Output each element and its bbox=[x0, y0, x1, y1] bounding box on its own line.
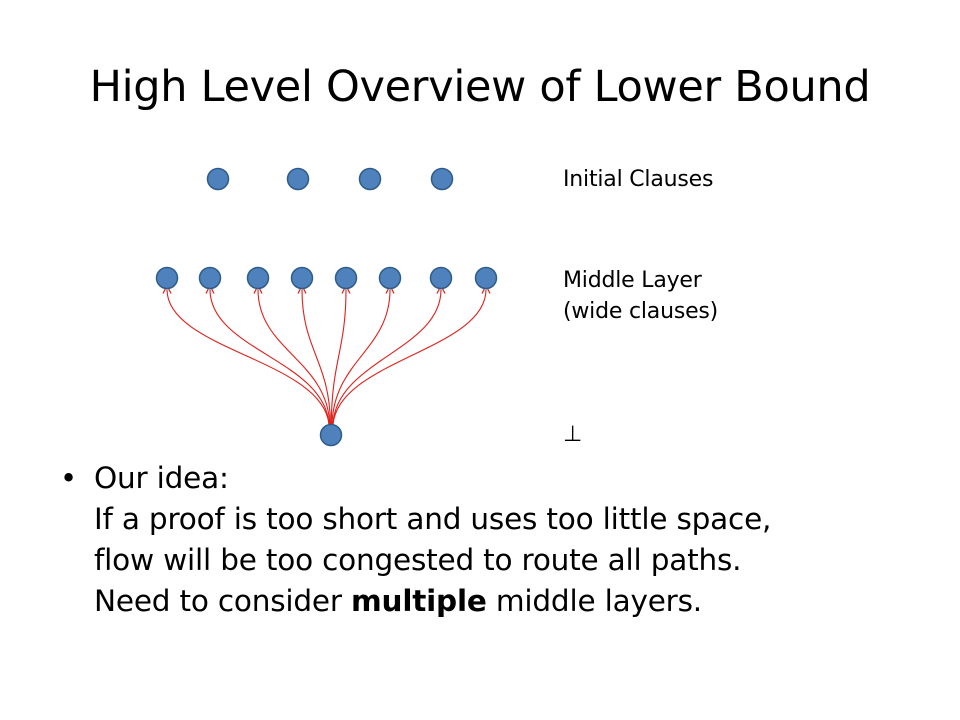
clause-nodes bbox=[155, 167, 498, 447]
flow-arrow bbox=[258, 290, 331, 425]
bullet-line-4-bold: multiple bbox=[350, 584, 487, 618]
bullet-marker: • bbox=[60, 461, 77, 495]
flow-arrow bbox=[167, 290, 330, 425]
label-middle-layer: Middle Layer (wide clauses) bbox=[563, 265, 718, 327]
label-bottom-symbol: ⊥ bbox=[563, 422, 582, 447]
bullet-line-1: Our idea: bbox=[94, 461, 229, 495]
bullet-line-2: If a proof is too short and uses too lit… bbox=[94, 502, 772, 536]
bullet-list: • Our idea: If a proof is too short and … bbox=[60, 458, 940, 622]
bullet-line-4: Need to consider multiple middle layers. bbox=[94, 581, 940, 622]
middle-layer-node bbox=[334, 266, 358, 290]
initial-clause-node bbox=[286, 167, 310, 191]
middle-layer-node bbox=[429, 266, 453, 290]
label-initial-clauses: Initial Clauses bbox=[563, 167, 714, 192]
bullet-line-3: flow will be too congested to route all … bbox=[94, 543, 742, 577]
flow-arrow bbox=[332, 290, 441, 425]
flow-arrow bbox=[302, 290, 332, 425]
bullet-line-4-pre: Need to consider bbox=[94, 584, 351, 618]
initial-clause-node bbox=[430, 167, 454, 191]
middle-layer-node bbox=[474, 266, 498, 290]
middle-layer-node bbox=[155, 266, 179, 290]
middle-layer-node bbox=[246, 266, 270, 290]
initial-clause-node bbox=[358, 167, 382, 191]
middle-layer-node bbox=[378, 266, 402, 290]
label-middle-layer-line1: Middle Layer bbox=[563, 268, 702, 293]
middle-layer-node bbox=[198, 266, 222, 290]
slide-title: High Level Overview of Lower Bound bbox=[89, 62, 871, 112]
flow-edges bbox=[167, 290, 486, 425]
initial-clause-node bbox=[206, 167, 230, 191]
bullet-line-4-post: middle layers. bbox=[486, 584, 702, 618]
label-middle-layer-line2: (wide clauses) bbox=[563, 299, 719, 324]
flow-arrow bbox=[330, 290, 346, 425]
flow-arrow bbox=[332, 290, 486, 425]
flow-arrow bbox=[210, 290, 330, 425]
flow-arrow bbox=[331, 290, 390, 425]
middle-layer-node bbox=[290, 266, 314, 290]
bullet-item: Our idea: If a proof is too short and us… bbox=[94, 458, 940, 622]
bottom-node bbox=[319, 423, 343, 447]
